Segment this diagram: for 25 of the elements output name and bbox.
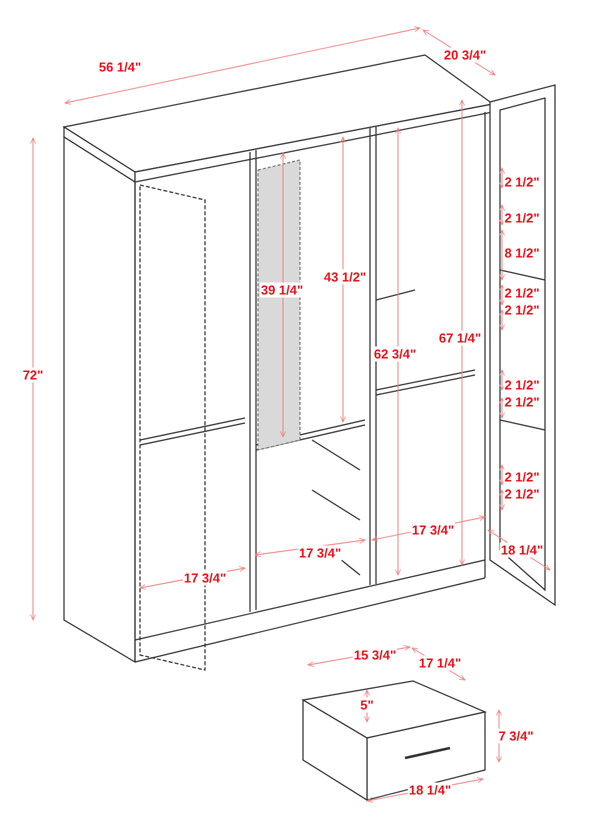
dimension-label: 2 1/2": [503, 302, 541, 318]
dimension-label: 62 3/4": [372, 346, 418, 362]
dimension-label: 7 3/4": [497, 728, 535, 744]
dimension-label: 8 1/2": [503, 246, 541, 260]
dimension-label: 39 1/4": [260, 282, 304, 298]
dimension-label: 18 1/4": [500, 542, 544, 558]
dimension-label: 2 1/2": [503, 210, 541, 226]
dimension-label: 67 1/4": [438, 330, 482, 346]
dimension-label: 2 1/2": [503, 378, 541, 392]
dimension-label: 17 1/4": [418, 656, 462, 670]
dimension-label: 5": [359, 698, 375, 712]
dimension-label: 56 1/4": [98, 60, 142, 74]
dimension-label: 18 1/4": [408, 782, 452, 798]
dimension-label: 2 1/2": [503, 486, 541, 502]
dimension-label: 20 3/4": [442, 48, 488, 62]
dimension-label: 2 1/2": [503, 470, 541, 484]
dimension-label: 2 1/2": [503, 286, 541, 300]
dimension-label: 43 1/2": [322, 270, 368, 284]
dimension-label: 17 3/4": [410, 522, 456, 538]
dimension-label: 2 1/2": [503, 174, 541, 190]
dimension-label: 72": [22, 368, 44, 382]
dimension-label: 17 3/4": [182, 570, 228, 586]
dimension-label: 2 1/2": [503, 394, 541, 410]
dimension-label: 15 3/4": [352, 648, 398, 662]
dimension-label: 17 3/4": [298, 546, 342, 560]
